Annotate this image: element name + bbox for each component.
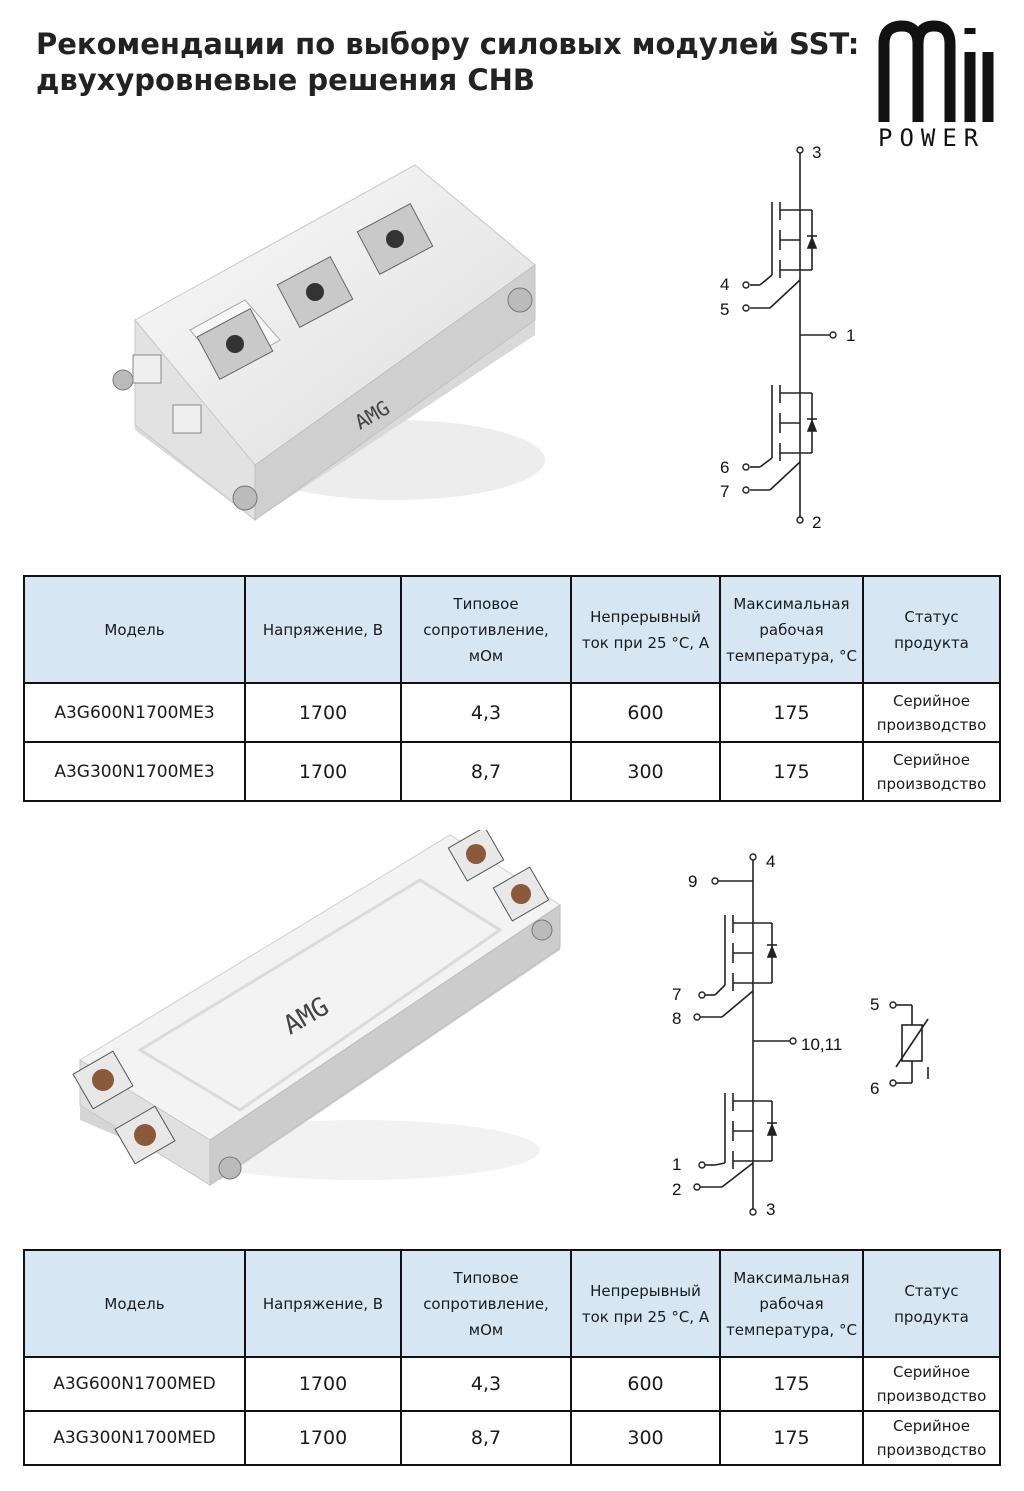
header-voltage: Напряжение, В <box>244 575 402 684</box>
header-status: Статус продукта <box>862 575 1001 684</box>
pin-label: 7 <box>672 985 681 1004</box>
cell-temperature: 175 <box>719 682 864 743</box>
pin-label: 2 <box>812 513 821 532</box>
cell-voltage: 1700 <box>244 1356 402 1412</box>
header-model: Модель <box>23 575 246 684</box>
cell-voltage: 1700 <box>244 741 402 802</box>
header-current: Непрерывный ток при 25 °C, А <box>570 575 721 684</box>
cell-model: A3G600N1700MED <box>23 1356 246 1412</box>
terminal-3 <box>356 203 434 275</box>
terminal-1 <box>189 299 281 380</box>
cell-status: Серийное производство <box>862 682 1001 743</box>
header-model: Модель <box>23 1249 246 1358</box>
table-header-row: Модель Напряжение, В Типовое сопротивлен… <box>23 1249 1001 1358</box>
cell-resistance: 4,3 <box>400 1356 572 1412</box>
cell-model: A3G300N1700ME3 <box>23 741 246 802</box>
terminal-ac-2 <box>114 1105 176 1165</box>
pin-label: 3 <box>812 143 821 162</box>
pin-label: 9 <box>688 872 697 891</box>
pin-label: 1 <box>846 326 855 345</box>
table-row: A3G600N1700ME3 1700 4,3 600 175 Серийное… <box>23 682 1001 743</box>
table-row: A3G600N1700MED 1700 4,3 600 175 Серийное… <box>23 1356 1001 1412</box>
page-title: Рекомендации по выбору силовых модулей S… <box>36 26 860 98</box>
spec-table-bottom: Модель Напряжение, В Типовое сопротивлен… <box>23 1249 1001 1466</box>
cell-resistance: 4,3 <box>400 682 572 743</box>
terminal-ac-1 <box>72 1050 134 1110</box>
table-header-row: Модель Напряжение, В Типовое сопротивлен… <box>23 575 1001 684</box>
pin-label: 5 <box>870 995 879 1014</box>
page-title-line-2: двухуровневые решения CHB <box>36 63 535 97</box>
header-resistance: Типовое сопротивление, мОм <box>400 575 572 684</box>
table-row: A3G300N1700MED 1700 8,7 300 175 Серийное… <box>23 1410 1001 1466</box>
cell-resistance: 8,7 <box>400 741 572 802</box>
header-current: Непрерывный ток при 25 °C, А <box>570 1249 721 1358</box>
pin-label: 6 <box>720 458 729 477</box>
schematic-bottom: 4 9 7 8 10,11 1 2 3 5 6 <box>672 852 929 1219</box>
cell-current: 600 <box>570 1356 721 1412</box>
schematic-top: 3 4 5 1 6 7 2 <box>720 143 855 532</box>
pin-label: 7 <box>720 482 729 501</box>
cell-temperature: 175 <box>719 1356 864 1412</box>
pin-label: 3 <box>766 1200 775 1219</box>
header-temperature: Максимальная рабочая температура, °C <box>719 575 864 684</box>
cell-voltage: 1700 <box>244 1410 402 1466</box>
pin-label: 2 <box>672 1180 681 1199</box>
terminal-dc-minus <box>492 866 550 922</box>
header-resistance: Типовое сопротивление, мОм <box>400 1249 572 1358</box>
module-photo-top: AMG <box>112 164 545 522</box>
cell-status: Серийное производство <box>862 741 1001 802</box>
header-status: Статус продукта <box>862 1249 1001 1358</box>
brand-logo: POWER <box>870 14 1002 152</box>
pin-label: 1 <box>672 1155 681 1174</box>
cell-resistance: 8,7 <box>400 1410 572 1466</box>
cell-current: 300 <box>570 741 721 802</box>
header-voltage: Напряжение, В <box>244 1249 402 1358</box>
brand-logo-word: POWER <box>878 124 986 152</box>
cell-status: Серийное производство <box>862 1356 1001 1412</box>
cell-current: 300 <box>570 1410 721 1466</box>
pin-label: 5 <box>720 300 729 319</box>
header-temperature: Максимальная рабочая температура, °C <box>719 1249 864 1358</box>
cell-temperature: 175 <box>719 741 864 802</box>
pin-label: 8 <box>672 1009 681 1028</box>
cell-temperature: 175 <box>719 1410 864 1466</box>
pin-label: 4 <box>766 852 775 871</box>
terminal-dc-plus <box>447 830 505 882</box>
table-row: A3G300N1700ME3 1700 8,7 300 175 Серийное… <box>23 741 1001 802</box>
cell-status: Серийное производство <box>862 1410 1001 1466</box>
spec-table-top: Модель Напряжение, В Типовое сопротивлен… <box>23 575 1001 802</box>
cell-model: A3G600N1700ME3 <box>23 682 246 743</box>
page-title-line-1: Рекомендации по выбору силовых модулей S… <box>36 27 860 61</box>
pin-label: 4 <box>720 275 729 294</box>
module-photo-bottom: AMG <box>72 830 561 1186</box>
cell-model: A3G300N1700MED <box>23 1410 246 1466</box>
cell-current: 600 <box>570 682 721 743</box>
brand-logo-mark <box>878 20 994 122</box>
cell-voltage: 1700 <box>244 682 402 743</box>
pin-label: 6 <box>870 1079 879 1098</box>
pin-label: 10,11 <box>801 1035 842 1054</box>
terminal-2 <box>276 256 354 328</box>
